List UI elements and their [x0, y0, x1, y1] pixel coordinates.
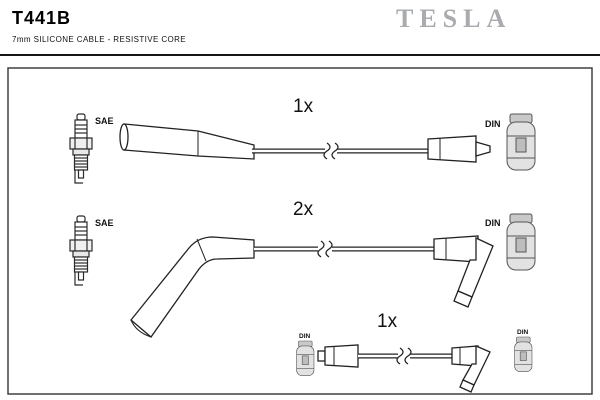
din-connector-icon [506, 213, 536, 271]
din-label-small: DIN [517, 329, 529, 336]
din-plug-elbow-small [451, 345, 491, 393]
quantity-label: 1x [377, 311, 398, 332]
page-subtitle: 7mm SILICONE CABLE - RESISTIVE CORE [12, 35, 187, 44]
sae-label: SAE [95, 218, 114, 228]
din-plug-elbow [433, 235, 494, 308]
straight-boot [119, 123, 255, 160]
header-divider [0, 54, 600, 56]
row-straight-cable: 1x SAE DIN [69, 96, 536, 184]
din-connector-icon [506, 113, 536, 171]
row-angled-cable: 2x SAE DIN [69, 199, 536, 338]
page-title: T441B [12, 8, 72, 28]
din-label: DIN [485, 119, 501, 129]
din-connector-icon [296, 340, 315, 377]
diagram-frame-border [7, 67, 593, 395]
cable-break-icon [396, 347, 412, 365]
angled-boot [130, 236, 255, 338]
spark-plug-icon [69, 215, 93, 286]
din-label: DIN [485, 218, 501, 228]
cable-line [252, 142, 430, 160]
din-plug-straight-small [317, 344, 359, 368]
cable-break-icon [323, 142, 339, 160]
cable-line [358, 347, 452, 365]
din-plug-straight [427, 135, 491, 163]
row-short-cable: 1x DIN DIN [296, 311, 533, 393]
din-label-small: DIN [299, 333, 311, 340]
cable-break-icon [317, 240, 333, 258]
brand-logo: TESLA [396, 4, 512, 33]
sae-label: SAE [95, 116, 114, 126]
din-connector-icon [514, 336, 533, 373]
cable-line [254, 240, 434, 258]
quantity-label: 2x [293, 199, 314, 220]
quantity-label: 1x [293, 96, 314, 117]
spark-plug-icon [69, 113, 93, 184]
